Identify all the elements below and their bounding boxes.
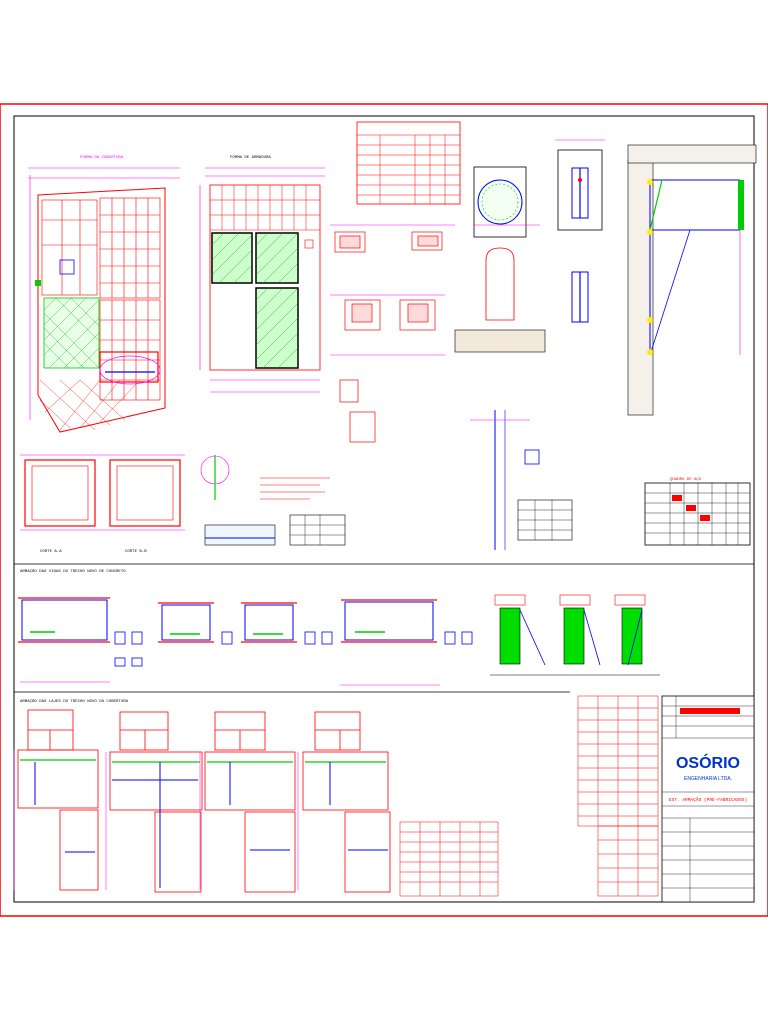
lateral-section [627, 144, 757, 416]
steel-profile-detail [555, 139, 605, 323]
outer-border [0, 103, 768, 917]
beams-row-title: ARMAÇÃO DAS VIGAS DO TRECHO NOVO DE CONC… [20, 569, 126, 574]
footing-detail [454, 166, 546, 353]
steel-table: QUADRO DE AÇO [644, 478, 751, 546]
sheet-title: EST. ARMAÇÃO (PRÉ-FABRICADOS) [669, 796, 747, 803]
schedule-tables [399, 695, 659, 897]
slabs-row-title: ARMAÇÃO DAS LAJES DO TRECHO NOVO DA COBE… [20, 699, 129, 704]
plan-right: FORMA DE ARMADURA [199, 156, 325, 393]
title-block: OSÓRIO ENGENHARIA LTDA. EST. ARMAÇÃO (PR… [661, 695, 755, 903]
plan-left: FORMA DA COBERTURA [28, 156, 180, 433]
sections-ab: CORTE A-A CORTE B-B [20, 454, 185, 554]
beams-row: ARMAÇÃO DAS VIGAS DO TRECHO NOVO DE CONC… [18, 569, 660, 686]
section-a-title: CORTE A-A [40, 550, 62, 554]
details-center [330, 121, 461, 443]
section-b-title: CORTE B-B [125, 550, 147, 554]
plan-left-title: FORMA DA COBERTURA [80, 156, 124, 160]
details-mid [200, 455, 346, 546]
column-detail [470, 410, 573, 550]
plan-right-title: FORMA DE ARMADURA [230, 156, 271, 160]
inner-frame [13, 115, 755, 903]
slabs-row: ARMAÇÃO DAS LAJES DO TRECHO NOVO DA COBE… [13, 699, 391, 893]
steel-table-title: QUADRO DE AÇO [670, 478, 702, 482]
company-subtitle: ENGENHARIA LTDA. [684, 776, 732, 782]
company-logo: OSÓRIO [676, 753, 740, 772]
